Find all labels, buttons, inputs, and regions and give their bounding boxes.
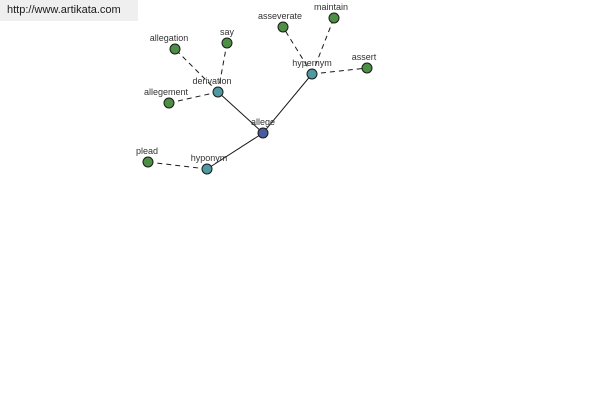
node-allegement-label[interactable]: allegement <box>144 87 189 97</box>
node-say[interactable]: say <box>220 27 235 49</box>
node-derivation[interactable]: derivation <box>192 76 232 98</box>
node-allegation[interactable]: allegation <box>150 33 189 55</box>
edge-hypernym-assert <box>311 67 368 75</box>
node-hypernym[interactable]: hypernym <box>292 58 332 80</box>
node-allegation-circle[interactable] <box>169 43 181 55</box>
node-allege[interactable]: allege <box>251 117 275 139</box>
edge-hypernym-asseverate <box>282 26 313 75</box>
node-asseverate[interactable]: asseverate <box>258 11 302 33</box>
node-hypernym-label[interactable]: hypernym <box>292 58 332 68</box>
node-hyponym-circle[interactable] <box>201 163 213 175</box>
node-hyponym[interactable]: hyponym <box>191 153 228 175</box>
node-asseverate-circle[interactable] <box>277 21 289 33</box>
node-plead-label[interactable]: plead <box>136 146 158 156</box>
nodes-layer: allege derivation hypernym hyponym allegatio… <box>136 2 377 175</box>
node-allege-circle[interactable] <box>257 127 269 139</box>
node-hyponym-label[interactable]: hyponym <box>191 153 228 163</box>
node-allegation-label[interactable]: allegation <box>150 33 189 43</box>
node-assert-label[interactable]: assert <box>352 52 377 62</box>
node-maintain-circle[interactable] <box>328 12 340 24</box>
node-allegement[interactable]: allegement <box>144 87 189 109</box>
node-allege-label[interactable]: allege <box>251 117 275 127</box>
node-plead-circle[interactable] <box>142 156 154 168</box>
node-assert-circle[interactable] <box>361 62 373 74</box>
edge-allege-derivation <box>217 91 264 134</box>
node-derivation-label[interactable]: derivation <box>192 76 231 86</box>
node-maintain[interactable]: maintain <box>314 2 348 24</box>
edge-derivation-allegation <box>174 48 219 93</box>
node-say-circle[interactable] <box>221 37 233 49</box>
edge-hyponym-plead <box>147 161 208 170</box>
edge-allege-hyponym <box>206 132 264 170</box>
node-plead[interactable]: plead <box>136 146 158 168</box>
node-maintain-label[interactable]: maintain <box>314 2 348 12</box>
node-derivation-circle[interactable] <box>212 86 224 98</box>
node-say-label[interactable]: say <box>220 27 235 37</box>
node-allegement-circle[interactable] <box>163 97 175 109</box>
edge-allege-hypernym <box>262 73 313 134</box>
source-url-watermark[interactable]: http://www.artikata.com <box>0 0 138 21</box>
node-hypernym-circle[interactable] <box>306 68 318 80</box>
node-asseverate-label[interactable]: asseverate <box>258 11 302 21</box>
edges-layer <box>147 17 368 170</box>
edge-hypernym-maintain <box>311 17 335 75</box>
node-assert[interactable]: assert <box>352 52 377 74</box>
